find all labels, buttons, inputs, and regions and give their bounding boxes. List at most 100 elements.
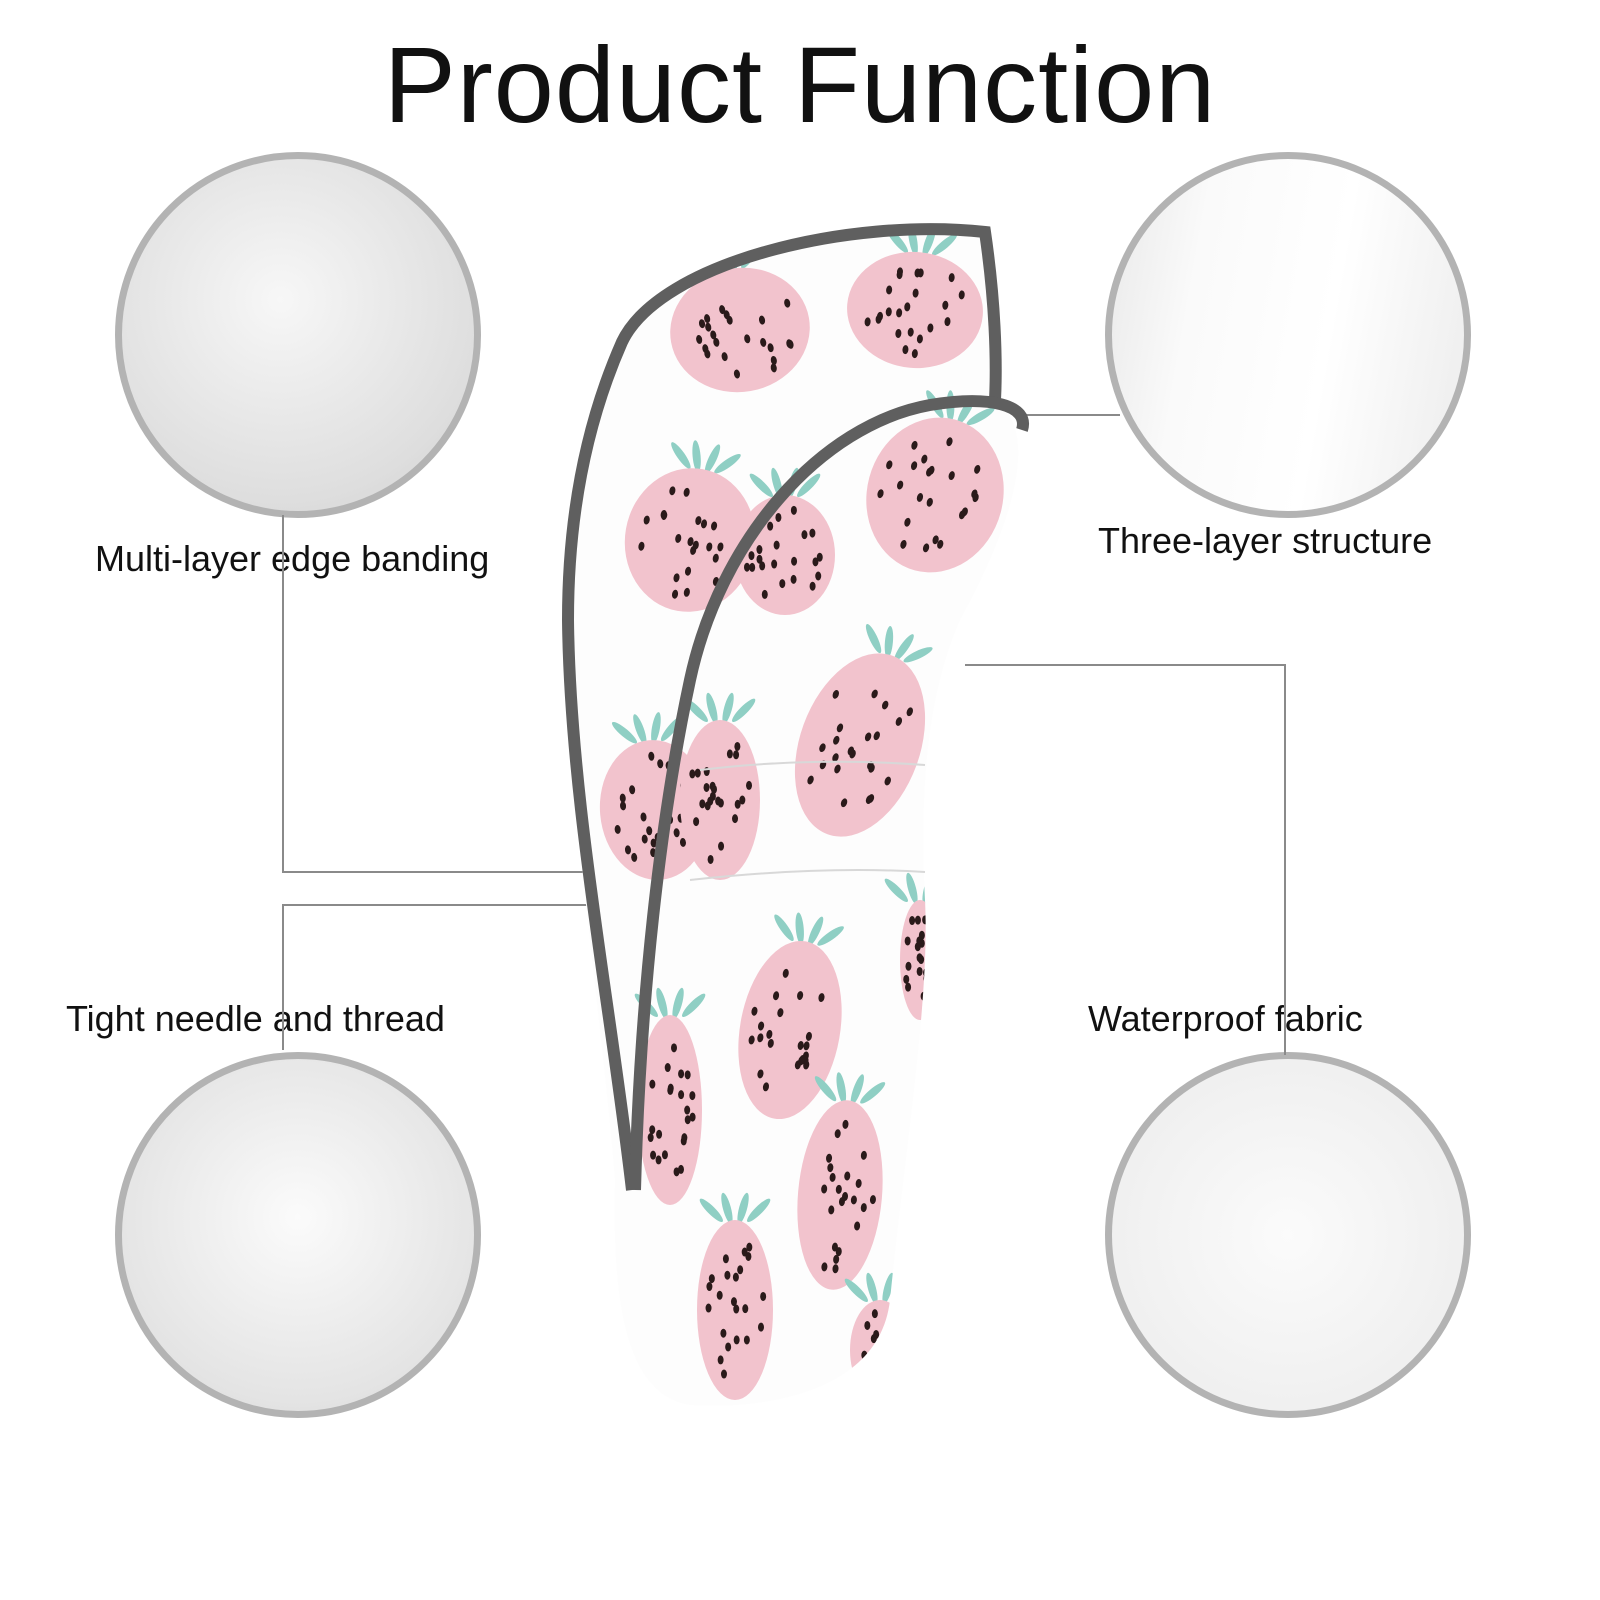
seed — [684, 1070, 691, 1080]
seed — [743, 1335, 750, 1345]
seed — [716, 1290, 723, 1300]
seed — [624, 845, 631, 855]
seed — [896, 308, 903, 318]
seed — [923, 968, 930, 978]
seed — [700, 519, 708, 529]
seed — [819, 743, 826, 753]
seed — [855, 1178, 862, 1188]
seed — [877, 1373, 884, 1383]
strawberry — [797, 1072, 886, 1290]
seed — [847, 746, 855, 756]
seed — [661, 1150, 668, 1160]
seed — [734, 741, 741, 751]
seed — [803, 1041, 810, 1051]
headcover — [565, 227, 1019, 1406]
seed — [650, 1150, 657, 1160]
seed — [733, 750, 740, 760]
strawberry — [634, 987, 706, 1205]
seed — [944, 317, 951, 327]
seed — [828, 1205, 835, 1215]
seed — [864, 317, 871, 327]
seed — [946, 437, 953, 447]
seed — [775, 512, 782, 522]
seed — [656, 1129, 663, 1139]
seed — [871, 1309, 878, 1319]
seed — [725, 1342, 732, 1352]
feature-label-needle-thread: Tight needle and thread — [66, 998, 445, 1039]
seed — [699, 799, 706, 809]
seed — [648, 751, 655, 761]
seed — [732, 1272, 739, 1282]
seed — [703, 782, 710, 792]
seed — [696, 335, 703, 344]
seed — [831, 1242, 838, 1252]
seed — [840, 798, 848, 808]
seed — [698, 319, 706, 329]
seed — [732, 814, 739, 824]
seed — [746, 780, 753, 790]
seed — [833, 735, 840, 745]
seed — [787, 339, 794, 349]
seed — [807, 775, 814, 785]
seed — [720, 1328, 727, 1338]
seed — [872, 1356, 879, 1366]
seed — [772, 991, 780, 1001]
seed — [675, 533, 682, 543]
seed — [757, 1033, 764, 1043]
seed — [695, 516, 702, 526]
seed — [889, 1312, 896, 1322]
seed — [718, 841, 725, 851]
seed — [684, 1115, 691, 1125]
seed — [722, 1254, 729, 1264]
seed — [689, 1112, 696, 1122]
detail-circle-three-layer — [1105, 152, 1471, 518]
seed — [871, 689, 878, 699]
seed — [790, 574, 797, 584]
seed — [704, 349, 711, 359]
seed — [818, 993, 825, 1003]
seed — [705, 322, 712, 332]
seed — [770, 355, 777, 365]
seed — [756, 554, 763, 564]
seed — [649, 1079, 656, 1089]
seed — [664, 1063, 671, 1073]
seed — [916, 936, 923, 946]
seed — [692, 540, 699, 550]
seed — [922, 915, 929, 925]
seed — [650, 838, 657, 848]
seed — [834, 1129, 841, 1139]
seed — [903, 974, 910, 984]
seed — [877, 489, 884, 499]
seed — [832, 689, 840, 699]
seed — [927, 985, 934, 995]
seed — [961, 507, 968, 517]
seed — [791, 556, 798, 566]
seed — [655, 1155, 662, 1165]
seed — [914, 268, 921, 278]
seed — [667, 1083, 674, 1093]
seed — [886, 285, 893, 295]
seed — [643, 515, 650, 525]
strawberry — [794, 623, 933, 837]
seed — [649, 1125, 656, 1135]
seed — [631, 852, 638, 862]
seed — [844, 1171, 851, 1181]
seed — [751, 1006, 758, 1016]
seed — [801, 530, 808, 540]
strawberry-pattern — [599, 227, 1004, 1400]
seed — [884, 1351, 891, 1361]
seed — [922, 543, 930, 553]
seed — [881, 700, 889, 710]
seed — [860, 1203, 867, 1213]
seed — [704, 314, 711, 324]
seed — [748, 1035, 755, 1045]
seed — [770, 363, 777, 373]
seed — [971, 489, 978, 499]
detail-circle-needle-thread — [115, 1052, 481, 1418]
seed — [948, 471, 955, 480]
seed — [850, 1195, 857, 1205]
seed — [767, 343, 774, 353]
seed — [836, 723, 844, 733]
seed — [678, 1069, 685, 1079]
